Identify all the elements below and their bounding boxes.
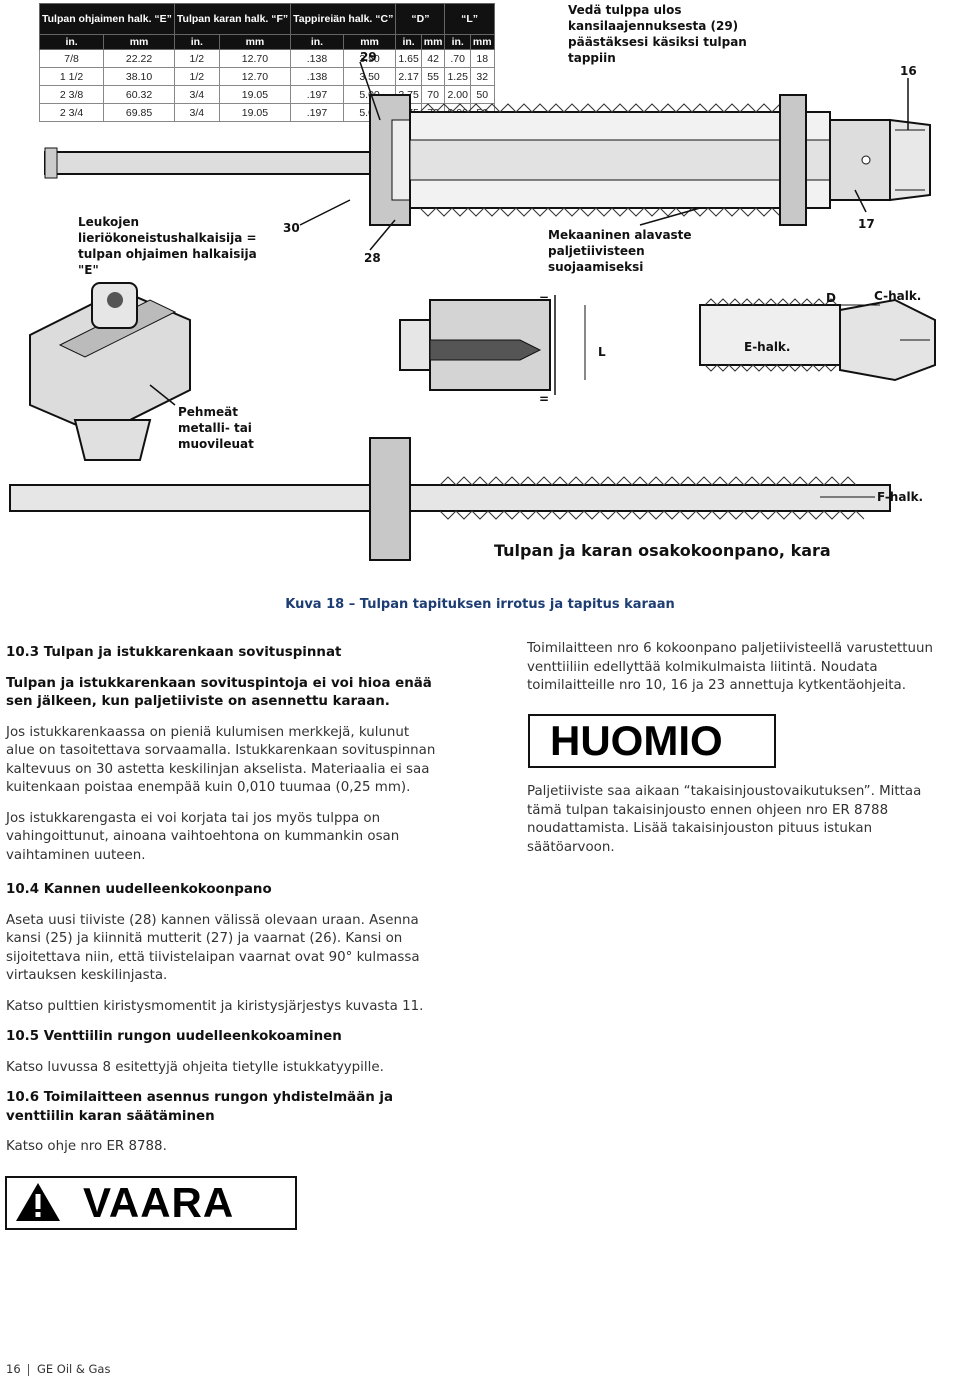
table-cell: 2.17 bbox=[395, 67, 422, 86]
table-unit: in. bbox=[444, 34, 471, 50]
table-unit: in. bbox=[290, 34, 344, 50]
dim-label: E-halk. bbox=[744, 340, 791, 354]
table-header: Tulpan karan halk. “F” bbox=[173, 3, 292, 35]
paragraph: Katso ohje nro ER 8788. bbox=[6, 1139, 167, 1154]
figure-caption: Kuva 18 – Tulpan tapituksen irrotus ja t… bbox=[285, 597, 675, 612]
table-cell: .197 bbox=[290, 103, 344, 122]
footer-divider bbox=[28, 1363, 30, 1376]
right-column-lower: Paljetiiviste saa aikaan “takaisinjousto… bbox=[527, 783, 960, 869]
table-header: “L” bbox=[444, 3, 495, 35]
right-column: Toimilaitteen nro 6 kokoonpano paljetiiv… bbox=[527, 640, 960, 708]
table-unit: mm bbox=[342, 34, 397, 50]
callout-pull-plug: Vedä tulppa ulos kansilaajennuksesta (29… bbox=[568, 3, 747, 65]
paragraph: Toimilaitteen nro 6 kokoonpano paljetiiv… bbox=[527, 641, 934, 693]
warning-triangle-icon bbox=[16, 1183, 60, 1221]
danger-notice: VAARA bbox=[5, 1176, 297, 1230]
table-header: Tulpan ohjaimen halk. “E” bbox=[39, 3, 175, 35]
table-cell: .70 bbox=[444, 49, 471, 68]
dimension-table: Tulpan ohjaimen halk. “E” Tulpan karan h… bbox=[38, 3, 495, 122]
table-header: Tappireiän halk. “C” bbox=[290, 3, 397, 35]
paragraph: Katso luvussa 8 esitettyjä ohjeita tiety… bbox=[6, 1059, 384, 1075]
plug-stem-assembly bbox=[44, 61, 931, 251]
dim-label: F-halk. bbox=[877, 490, 924, 504]
callout-soft-jaws: Pehmeät metalli- tai muovileuat bbox=[178, 405, 254, 451]
table-cell: 2 3/4 bbox=[38, 103, 105, 122]
table-cell: 22.22 bbox=[103, 49, 175, 68]
callout-jaw-diameter: Leukojen lieriökoneistushalkaisija = tul… bbox=[78, 215, 257, 277]
page-footer: 16 GE Oil & Gas bbox=[6, 1362, 110, 1376]
caution-notice: HUOMIO bbox=[528, 714, 776, 768]
company-name: GE Oil & Gas bbox=[36, 1362, 111, 1376]
left-column: 10.3 Tulpan ja istukkarenkaan sovituspin… bbox=[6, 644, 438, 1169]
table-unit: in. bbox=[395, 34, 422, 50]
table-unit: mm bbox=[469, 34, 495, 50]
plug-detail bbox=[399, 295, 936, 395]
dim-label: = bbox=[539, 292, 550, 306]
table-cell: 69.85 bbox=[103, 103, 175, 122]
part-number: 30 bbox=[283, 221, 300, 235]
dim-label: = bbox=[539, 392, 550, 406]
warning-bold-text: Tulpan ja istukkarenkaan sovituspintoja … bbox=[6, 675, 432, 710]
table-cell: .138 bbox=[290, 49, 344, 68]
assembly-title: Tulpan ja karan osakokoonpano, kara bbox=[494, 541, 831, 560]
table-cell: 19.05 bbox=[218, 103, 292, 122]
part-number: 29 bbox=[360, 50, 377, 64]
table-unit: mm bbox=[420, 34, 446, 50]
stem-assembly bbox=[9, 437, 891, 561]
page-number: 16 bbox=[6, 1362, 21, 1376]
part-number: 28 bbox=[364, 251, 381, 265]
heading-10-3: 10.3 Tulpan ja istukkarenkaan sovituspin… bbox=[6, 645, 342, 660]
caution-label: HUOMIO bbox=[550, 717, 723, 764]
table-header: “D” bbox=[395, 3, 446, 35]
table-cell: 7/8 bbox=[38, 49, 105, 68]
part-number: 17 bbox=[858, 217, 875, 231]
heading-10-6: 10.6 Toimilaitteen asennus rungon yhdist… bbox=[6, 1090, 394, 1124]
dim-label: C-halk. bbox=[874, 289, 922, 303]
table-cell: 3/4 bbox=[173, 103, 220, 122]
heading-10-5: 10.5 Venttiilin rungon uudelleenkokoamin… bbox=[6, 1029, 342, 1044]
paragraph: Aseta uusi tiiviste (28) kannen välissä … bbox=[6, 912, 420, 984]
danger-label: VAARA bbox=[83, 1179, 235, 1226]
vise-jaws bbox=[29, 282, 191, 461]
table-cell: 2 3/8 bbox=[38, 85, 105, 104]
heading-10-4: 10.4 Kannen uudelleenkokoonpano bbox=[6, 882, 272, 897]
table-unit: mm bbox=[218, 34, 292, 50]
callout-mechanical-stop: Mekaaninen alavaste paljetiivisteen suoj… bbox=[548, 228, 692, 274]
paragraph: Jos istukkarengasta ei voi korjata tai j… bbox=[6, 810, 400, 863]
part-number: 16 bbox=[900, 64, 917, 78]
paragraph: Jos istukkarenkaassa on pieniä kulumisen… bbox=[6, 724, 436, 796]
figure-18: Tulpan ohjaimen halk. “E” Tulpan karan h… bbox=[0, 0, 960, 600]
paragraph: Katso pulttien kiristysmomentit ja kiris… bbox=[6, 998, 424, 1014]
paragraph: Paljetiiviste saa aikaan “takaisinjousto… bbox=[527, 784, 922, 855]
dim-label: D bbox=[826, 291, 836, 305]
valve-drawing bbox=[9, 61, 936, 561]
dim-label: L bbox=[598, 345, 606, 359]
